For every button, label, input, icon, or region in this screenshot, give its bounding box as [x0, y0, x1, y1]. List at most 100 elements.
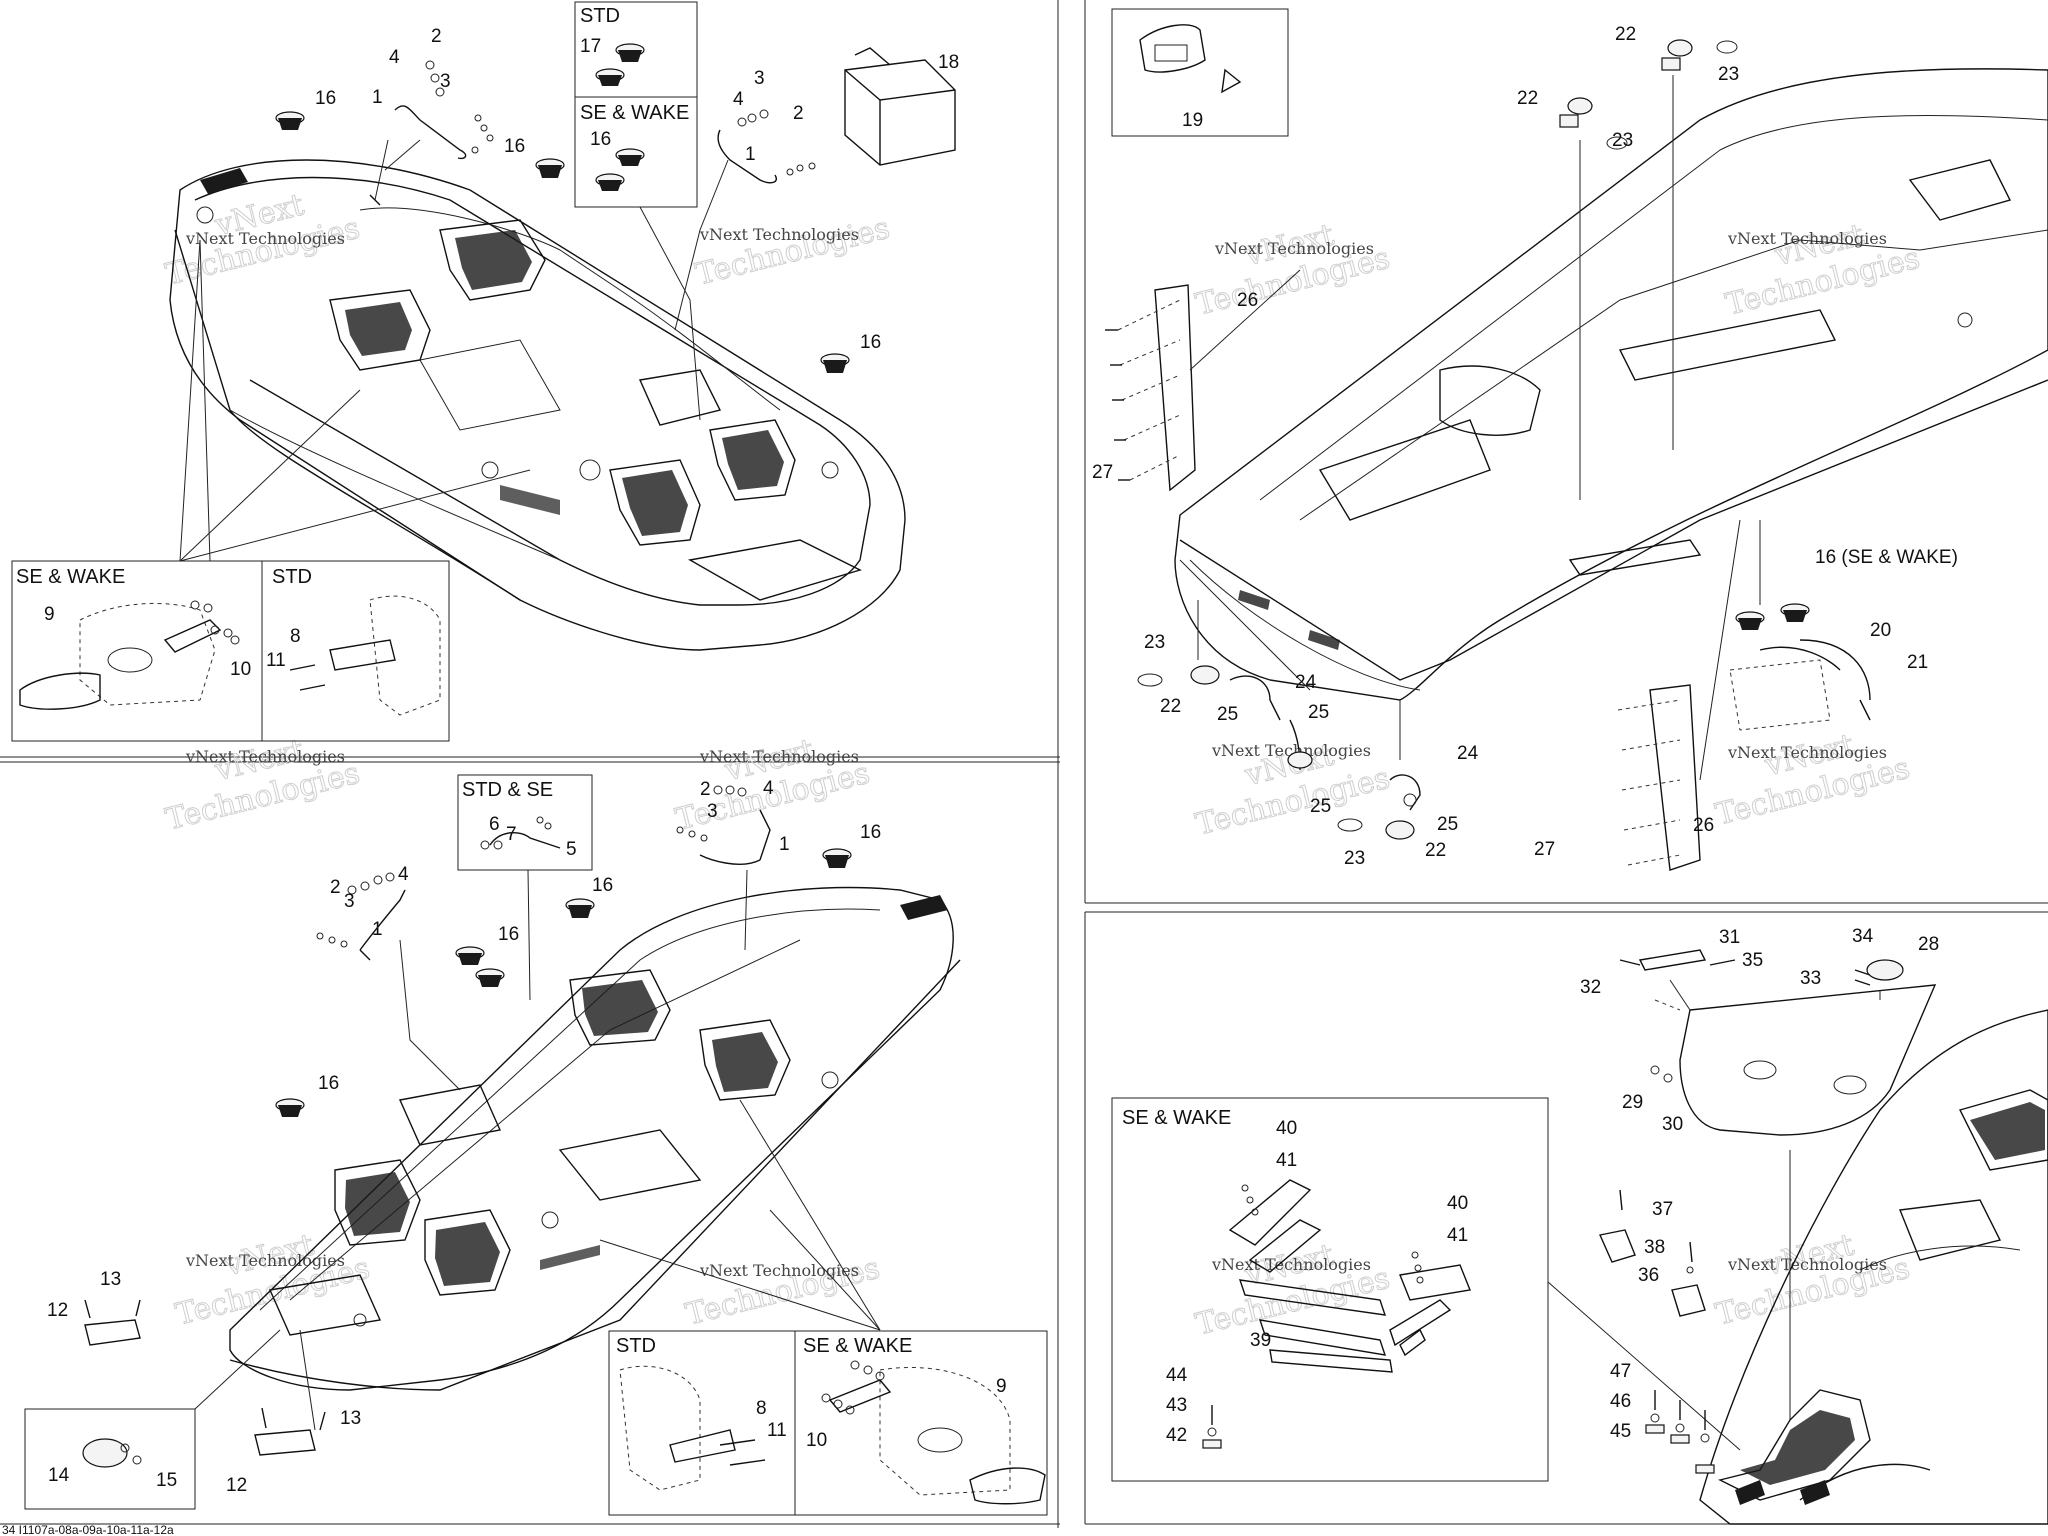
watermark-caption: vNext Technologies [1211, 741, 1371, 760]
callout-13: 13 [100, 1269, 121, 1290]
inset-label-std-se: STD & SE [462, 779, 553, 801]
callout-16: 16 [590, 129, 611, 150]
callout-16: 16 [315, 88, 336, 109]
callout-24: 24 [1457, 743, 1479, 764]
callout-22: 22 [1615, 24, 1636, 45]
callout-10: 10 [230, 659, 251, 680]
callout-16-se-wake: 16 (SE & WAKE) [1815, 547, 1958, 568]
inset-label-se-wake: SE & WAKE [16, 566, 125, 588]
panel-4-boat-bow-ladder: SE & WAKE 31 35 32 33 34 28 29 [1111, 926, 2048, 1525]
callout-1: 1 [745, 144, 756, 165]
callout-1: 1 [372, 87, 383, 108]
callout-4: 4 [389, 47, 400, 68]
watermark-caption: vNext Technologies [1211, 1255, 1371, 1274]
callout-12: 12 [226, 1475, 247, 1496]
callout-43: 43 [1166, 1395, 1187, 1416]
callout-26: 26 [1237, 290, 1258, 311]
watermark-caption: vNext Technologies [1727, 229, 1887, 248]
callout-40: 40 [1447, 1193, 1468, 1214]
panel-1-boat-hull-top-left: STD SE & WAKE SE & WAKE STD 1 [11, 1, 959, 742]
inset-label-se-wake: SE & WAKE [1122, 1107, 1231, 1129]
callout-1: 1 [779, 834, 790, 855]
callout-32: 32 [1580, 977, 1601, 998]
watermark-caption: vNext Technologies [185, 1251, 345, 1270]
callout-42: 42 [1166, 1425, 1187, 1446]
callout-3: 3 [754, 68, 765, 89]
callout-37: 37 [1652, 1199, 1673, 1220]
inset-label-std: STD [616, 1335, 656, 1357]
callout-23: 23 [1718, 64, 1739, 85]
inset-label-std: STD [272, 566, 312, 588]
callout-30: 30 [1662, 1114, 1683, 1135]
callout-20: 20 [1870, 620, 1891, 641]
callout-25: 25 [1310, 796, 1331, 817]
callout-5: 5 [566, 839, 577, 860]
inset-label-se-wake: SE & WAKE [803, 1335, 912, 1357]
callout-31: 31 [1719, 927, 1740, 948]
callout-9: 9 [996, 1376, 1007, 1397]
callout-13: 13 [340, 1408, 361, 1429]
callout-25: 25 [1217, 704, 1238, 725]
callout-2: 2 [793, 103, 804, 124]
watermark-caption: vNext Technologies [699, 747, 859, 766]
watermark-caption: vNext Technologies [1214, 239, 1374, 258]
callout-6: 6 [489, 814, 500, 835]
callout-35: 35 [1742, 950, 1763, 971]
callout-25: 25 [1437, 814, 1458, 835]
callout-29: 29 [1622, 1092, 1643, 1113]
callout-25: 25 [1308, 702, 1329, 723]
callout-16: 16 [504, 136, 525, 157]
callout-18: 18 [938, 52, 959, 73]
callout-8: 8 [756, 1398, 767, 1419]
callout-22: 22 [1517, 88, 1538, 109]
callout-8: 8 [290, 626, 301, 647]
callout-2: 2 [431, 26, 442, 47]
panel-2-boat-hull-top-right: 19 [1092, 8, 2048, 871]
callout-23: 23 [1612, 130, 1633, 151]
callout-12: 12 [47, 1300, 68, 1321]
callout-45: 45 [1610, 1421, 1631, 1442]
watermark-caption: vNext Technologies [1727, 1255, 1887, 1274]
callout-3: 3 [344, 891, 355, 912]
callout-14: 14 [48, 1465, 70, 1486]
callout-2: 2 [700, 779, 711, 800]
watermark-caption: vNext Technologies [1727, 743, 1887, 762]
watermark-caption: vNext Technologies [185, 229, 345, 248]
callout-21: 21 [1907, 652, 1928, 673]
callout-16: 16 [318, 1073, 339, 1094]
inset-label-se-wake: SE & WAKE [580, 102, 689, 124]
panel-3-boat-hull-bottom-left: STD & SE [24, 774, 1048, 1516]
callout-11: 11 [266, 650, 286, 671]
callout-38: 38 [1644, 1237, 1665, 1258]
callout-28: 28 [1918, 934, 1939, 955]
callout-39: 39 [1250, 1330, 1271, 1351]
callout-33: 33 [1800, 968, 1821, 989]
callout-41: 41 [1447, 1225, 1468, 1246]
callout-3: 3 [707, 801, 718, 822]
callout-27: 27 [1534, 839, 1555, 860]
watermark-caption: vNext Technologies [185, 747, 345, 766]
callout-23: 23 [1144, 632, 1165, 653]
callout-19: 19 [1182, 110, 1203, 131]
callout-47: 47 [1610, 1361, 1631, 1382]
callout-23: 23 [1344, 848, 1365, 869]
callout-7: 7 [506, 824, 517, 845]
callout-16: 16 [860, 822, 881, 843]
callout-4: 4 [398, 864, 409, 885]
callout-36: 36 [1638, 1265, 1659, 1286]
callout-22: 22 [1425, 840, 1446, 861]
watermark-caption: vNext Technologies [699, 1261, 859, 1280]
callout-40: 40 [1276, 1118, 1297, 1139]
callout-26: 26 [1693, 815, 1714, 836]
callout-11: 11 [767, 1420, 787, 1441]
callout-2: 2 [330, 877, 341, 898]
callout-16: 16 [592, 875, 613, 896]
callout-17: 17 [580, 36, 601, 57]
callout-27: 27 [1092, 462, 1113, 483]
callout-16: 16 [498, 924, 519, 945]
callout-9: 9 [44, 604, 55, 625]
callout-24: 24 [1295, 672, 1317, 693]
callout-4: 4 [763, 778, 774, 799]
callout-34: 34 [1852, 926, 1874, 947]
